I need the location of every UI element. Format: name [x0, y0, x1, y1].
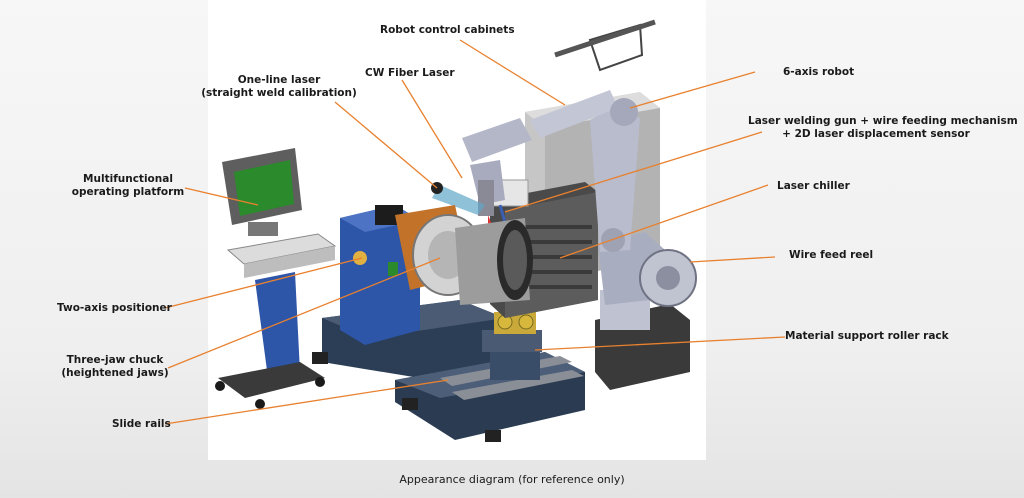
label-multifunctional-platform-line2: operating platform	[71, 186, 185, 198]
diagram-caption: Appearance diagram (for reference only)	[399, 473, 625, 486]
leader-laser-welding-gun	[504, 131, 763, 213]
label-one-line-laser-line2: (straight weld calibration)	[201, 87, 357, 99]
leader-slide-rails	[164, 379, 449, 425]
label-laser-chiller: Laser chiller	[777, 180, 850, 192]
label-six-axis-robot: 6-axis robot	[783, 66, 855, 78]
label-multifunctional-platform-line1: Multifunctional	[83, 173, 173, 185]
slide-rails-graphic	[440, 352, 584, 400]
label-multifunctional-platform: Multifunctional operating platform	[68, 173, 188, 199]
label-one-line-laser: One-line laser (straight weld calibratio…	[196, 74, 362, 100]
label-one-line-laser-line1: One-line laser	[237, 74, 321, 86]
leader-robot-control-cabinets	[459, 39, 566, 106]
leader-cw-fiber-laser	[401, 79, 463, 179]
leader-six-axis-robot	[629, 71, 756, 109]
label-three-jaw-chuck-line2: (heightened jaws)	[61, 367, 169, 379]
label-two-axis-positioner: Two-axis positioner	[57, 302, 172, 314]
label-slide-rails: Slide rails	[112, 418, 171, 430]
label-three-jaw-chuck: Three-jaw chuck (heightened jaws)	[56, 354, 174, 380]
label-laser-welding-gun-line1: Laser welding gun + wire feeding mechani…	[748, 115, 1018, 127]
leader-laser-chiller	[559, 184, 769, 259]
leader-two-axis-positioner	[164, 257, 363, 309]
leader-three-jaw-chuck	[167, 257, 441, 369]
roller-rack-graphic	[482, 312, 542, 352]
operating-platform-graphic	[215, 148, 337, 409]
robot-graphic	[462, 19, 697, 390]
leader-material-support-roller-rack	[534, 336, 786, 351]
label-three-jaw-chuck-line1: Three-jaw chuck	[66, 354, 164, 366]
leader-lines	[164, 39, 786, 425]
leader-one-line-laser	[334, 101, 438, 189]
label-robot-control-cabinets: Robot control cabinets	[380, 24, 515, 36]
label-laser-welding-gun-line2: + 2D laser displacement sensor	[782, 128, 970, 140]
label-material-support-roller-rack: Material support roller rack	[785, 330, 949, 342]
label-wire-feed-reel: Wire feed reel	[789, 249, 874, 261]
chuck-graphic	[412, 214, 533, 305]
leader-multifunctional-platform	[184, 187, 259, 206]
label-cw-fiber-laser: CW Fiber Laser	[365, 67, 455, 79]
label-laser-welding-gun: Laser welding gun + wire feeding mechani…	[748, 115, 1018, 141]
leader-wire-feed-reel	[689, 256, 776, 263]
